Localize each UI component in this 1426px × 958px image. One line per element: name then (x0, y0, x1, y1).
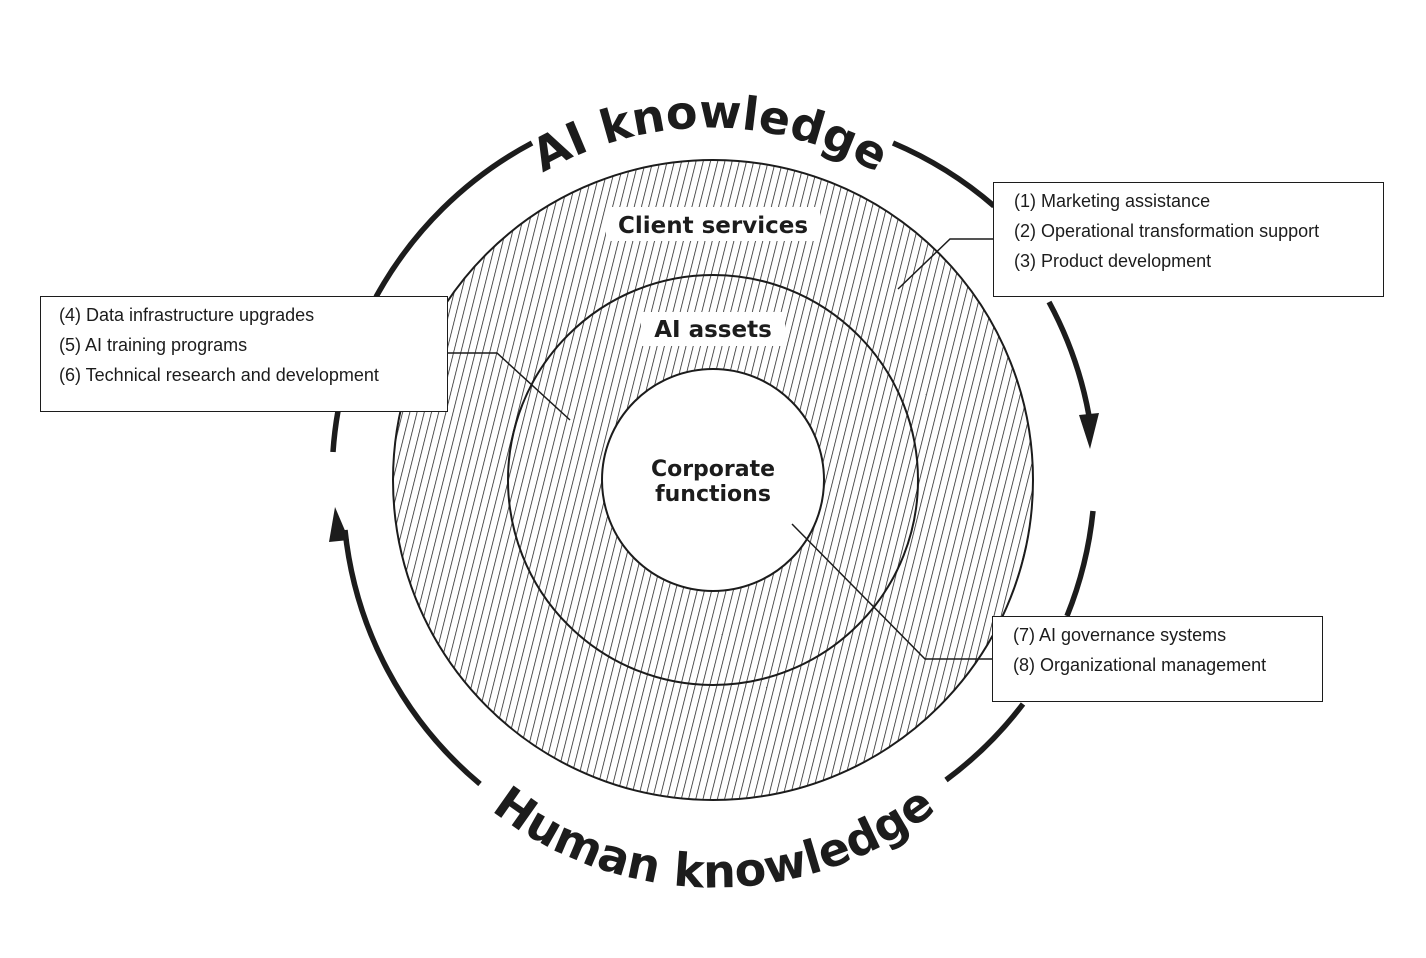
arc-bottom-left (342, 529, 482, 787)
arc-top-left (373, 140, 534, 299)
callout-item-product-development: (3) Product development (1014, 251, 1212, 271)
callout-item-data-infrastructure: (4) Data infrastructure upgrades (59, 305, 315, 325)
leader-line-corporate-functions (791, 523, 992, 660)
arc-bottom-right (944, 702, 1026, 783)
leader-line-ai-assets (448, 352, 571, 421)
callout-item-marketing-assistance: (1) Marketing assistance (1014, 191, 1211, 211)
corporate-functions-core (601, 368, 825, 592)
leader-line-client-services (897, 238, 993, 290)
arrow-head-down-icon (1079, 413, 1099, 449)
corporate-functions-label-line1: Corporate (651, 457, 775, 482)
corporate-functions-label-line2: functions (655, 482, 771, 507)
ai-assets-ring (507, 274, 919, 686)
callout-item-ai-training: (5) AI training programs (59, 335, 248, 355)
cycle-arcs (330, 140, 1096, 787)
leader-lines (448, 238, 993, 660)
callout-item-operational-transformation: (2) Operational transformation support (1014, 221, 1320, 241)
arc-top-right (891, 140, 996, 209)
callout-item-organizational-management: (8) Organizational management (1013, 655, 1267, 675)
ai-assets-label-bg (641, 312, 785, 346)
callout-item-ai-governance: (7) AI governance systems (1013, 625, 1227, 645)
arc-right-lower (1064, 510, 1096, 618)
ai-assets-callout: (4) Data infrastructure upgrades (5) AI … (40, 296, 448, 412)
client-services-label-bg (606, 207, 820, 241)
callout-item-technical-research: (6) Technical research and development (59, 365, 379, 385)
corporate-functions-callout: (7) AI governance systems (8) Organizati… (992, 616, 1323, 702)
arrow-head-up-icon (329, 507, 349, 542)
ai-assets-label: AI assets (654, 317, 772, 343)
arc-right-upper (1046, 300, 1094, 429)
client-services-label: Client services (618, 213, 808, 239)
client-services-callout: (1) Marketing assistance (2) Operational… (993, 182, 1384, 297)
arc-left-upper (330, 410, 341, 453)
